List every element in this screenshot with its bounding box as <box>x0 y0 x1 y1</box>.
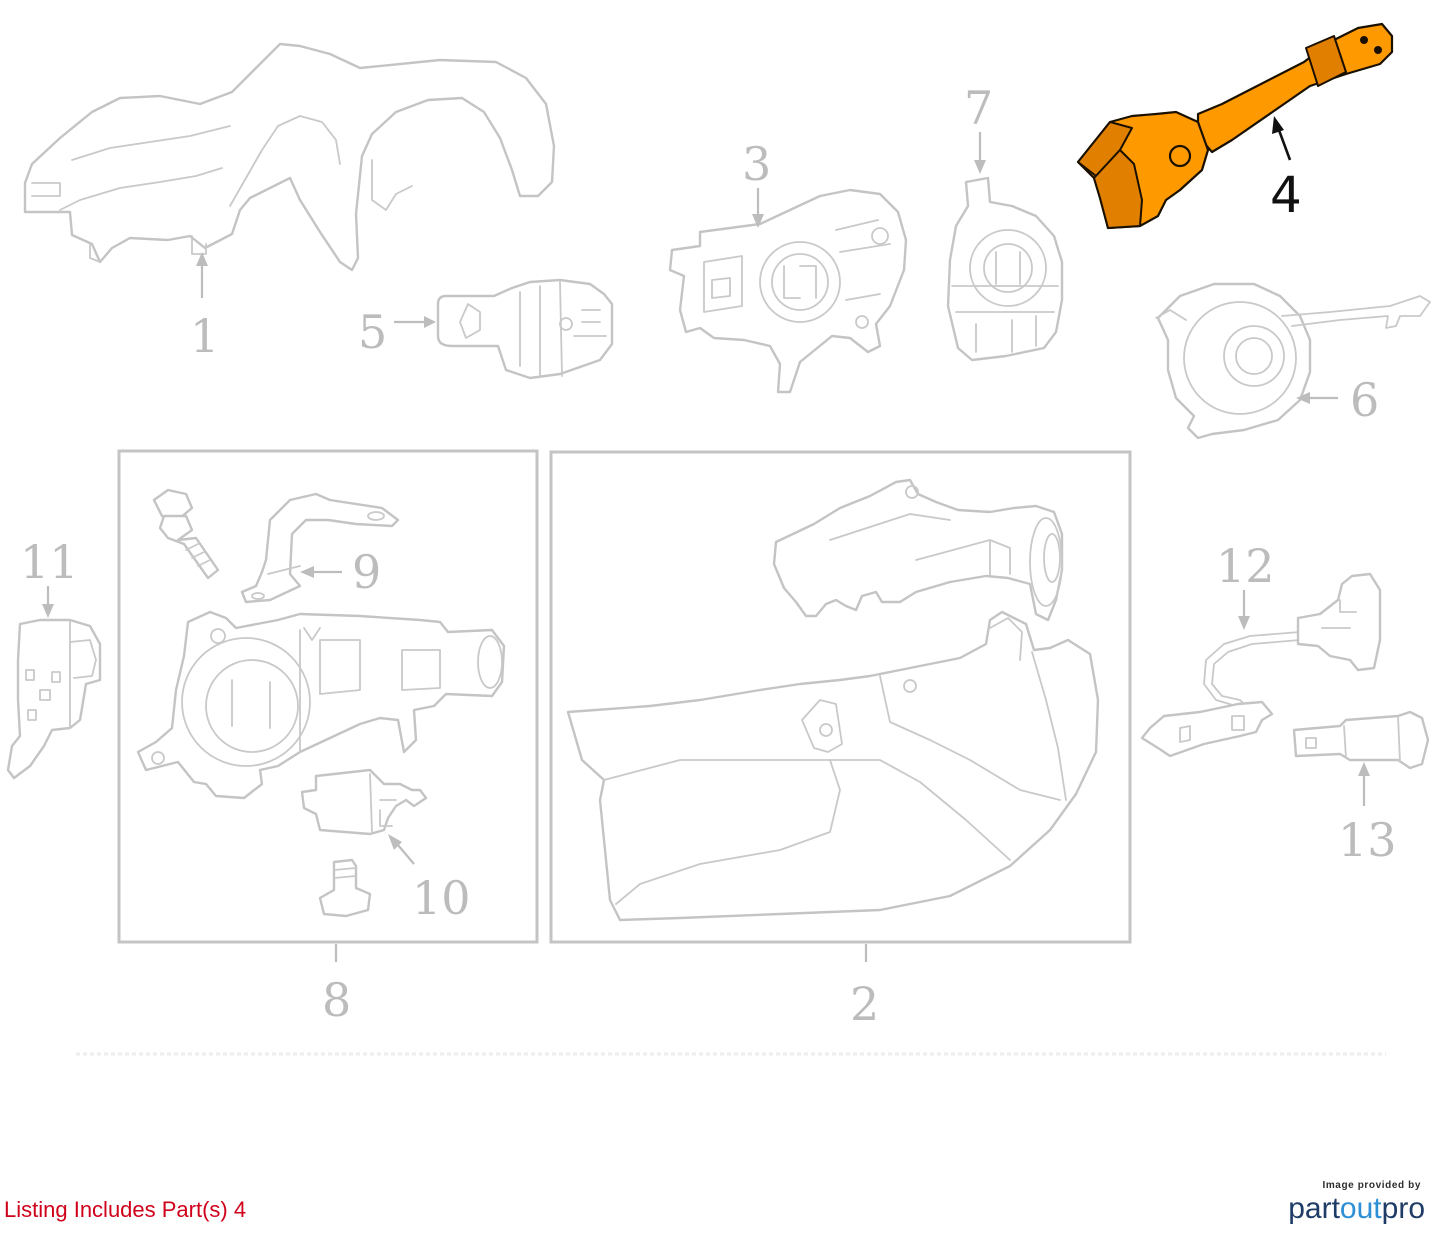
partoutpro-logo: partoutpro <box>1288 1193 1425 1225</box>
part-6-clock-spring <box>1155 282 1431 440</box>
part-4-button-icon <box>1360 36 1368 44</box>
credit-provided-text: Image provided by <box>1322 1180 1421 1191</box>
part-bolt <box>152 488 220 580</box>
callout-arrow-13 <box>1358 762 1370 776</box>
part-2-lower-cover <box>566 610 1100 922</box>
part-10-solenoid <box>300 768 428 836</box>
callout-label-11: 11 <box>20 535 79 589</box>
part-1-upper-shroud <box>23 42 556 272</box>
callout-arrow-3 <box>752 214 764 228</box>
part-7-steering-sensor <box>946 176 1064 362</box>
part-4-button-icon-2 <box>1374 46 1382 54</box>
callout-label-1: 1 <box>190 309 219 363</box>
callout-label-13: 13 <box>1338 813 1397 867</box>
part-13-connector <box>1292 710 1430 770</box>
part-3-switch-housing <box>668 188 908 394</box>
callout-label-6: 6 <box>1350 373 1379 427</box>
callout-arrow-4 <box>1272 116 1284 134</box>
frame-assembly-8 <box>117 449 539 944</box>
callout-arrow-1 <box>196 252 208 266</box>
part-9-bracket <box>240 492 400 604</box>
listing-note: Listing Includes Part(s) 4 <box>4 1197 247 1222</box>
callout-label-10: 10 <box>412 871 471 925</box>
part-5-lock-cylinder <box>436 278 614 380</box>
callout-label-9: 9 <box>352 545 381 599</box>
part-4-combination-switch <box>1076 22 1394 230</box>
callout-label-12: 12 <box>1216 539 1275 593</box>
callout-label-2: 2 <box>850 977 879 1031</box>
part-11-switch-module <box>6 618 102 780</box>
logo-part: part <box>1288 1192 1340 1225</box>
logo-out: out <box>1339 1192 1382 1225</box>
callout-label-8: 8 <box>322 973 351 1027</box>
callout-arrow-10 <box>388 834 402 850</box>
callout-label-7: 7 <box>964 81 993 135</box>
callout-label-4: 4 <box>1270 166 1302 224</box>
callout-arrow-11 <box>42 604 54 618</box>
callout-label-3: 3 <box>742 137 771 191</box>
image-credit: Image provided by partoutpro <box>1288 1180 1425 1225</box>
part-lock-housing <box>136 610 506 800</box>
callout-arrow-5 <box>424 316 436 328</box>
part-12-wiring-harness <box>1140 572 1382 758</box>
callout-label-5: 5 <box>358 305 387 359</box>
callout-arrow-9 <box>300 566 314 578</box>
callout-arrow-7 <box>974 160 986 174</box>
frame-assembly-2 <box>549 450 1132 944</box>
callout-arrow-12 <box>1238 616 1250 630</box>
part-2-upper-cover <box>772 478 1064 622</box>
callout-arrow-6 <box>1296 392 1310 404</box>
logo-pro: pro <box>1381 1192 1425 1225</box>
part-screw <box>318 858 372 918</box>
